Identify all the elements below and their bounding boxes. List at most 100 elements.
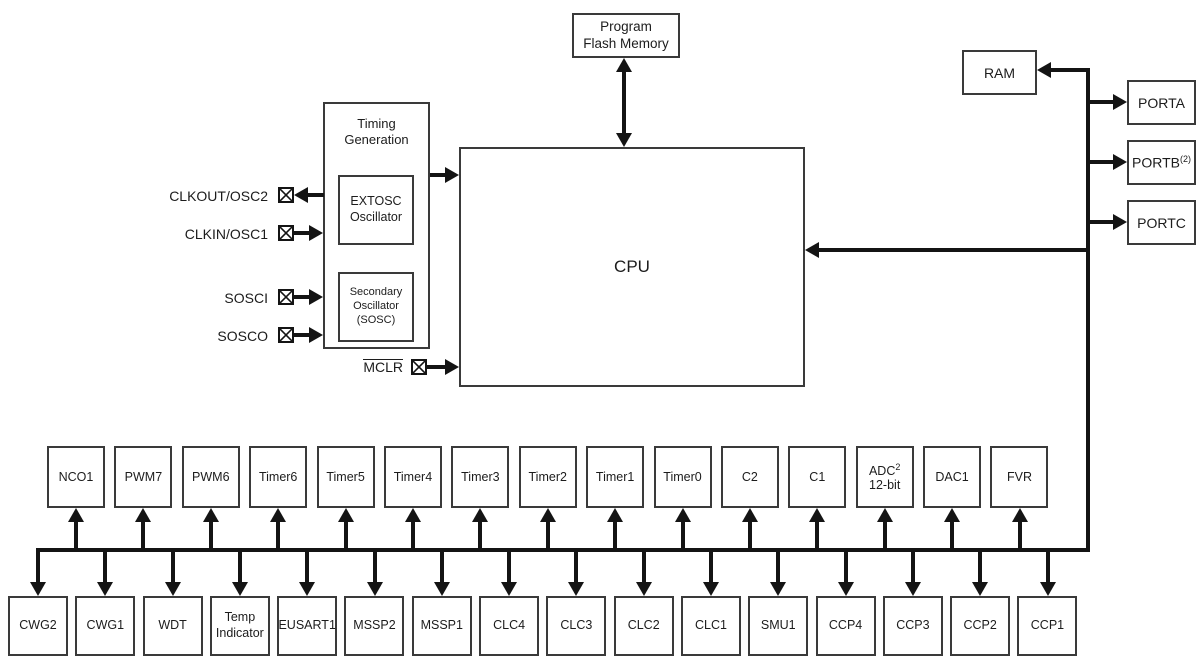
peripheral-box-pwm7: PWM7: [114, 446, 173, 508]
bus-arrow-up-line: [613, 520, 618, 548]
bus-arrow-up-head: [876, 508, 893, 522]
peripheral-box-ccp2: CCP2: [950, 596, 1011, 656]
bus-arrow-down-line: [103, 552, 108, 584]
peripheral-box-mssp1: MSSP1: [411, 596, 472, 656]
sosci-pin-icon: [278, 289, 294, 305]
bus-arrow-up-head: [337, 508, 354, 522]
bus-arrow-up-head: [270, 508, 287, 522]
peripheral-box-smu1: SMU1: [748, 596, 809, 656]
portb-connector: [1090, 160, 1114, 164]
arrow-in-from-sosci-pin: [309, 289, 323, 305]
bus-arrow-down-line: [910, 552, 915, 584]
sosco-label: SOSCO: [217, 328, 268, 344]
peripheral-box-cwg2: CWG2: [8, 596, 68, 656]
bus-arrow-up-line: [1017, 520, 1022, 548]
sosci-label: SOSCI: [224, 290, 268, 306]
bus-arrow-up-line: [74, 520, 78, 548]
bus-arrow-down-head: [837, 582, 854, 596]
peripheral-box-timer4: Timer4: [383, 446, 442, 508]
bus-arrow-up-head: [405, 508, 421, 522]
program-flash-memory-box: Program Flash Memory: [572, 13, 680, 58]
bus-arrow-up-head: [674, 508, 691, 522]
bus-arrow-down-head: [770, 582, 787, 596]
system-bus-vertical: [1086, 68, 1090, 552]
arrow-in-from-sosco-pin: [309, 327, 323, 343]
peripheral-box-clc4: CLC4: [479, 596, 540, 656]
bus-arrow-down-head: [231, 582, 248, 596]
arrow-in-from-mclr-pin: [445, 359, 459, 375]
bus-arrow-up-line: [545, 520, 550, 548]
cpu-bus-connector: [818, 248, 1086, 252]
timing-cpu-connector: [430, 173, 447, 177]
ram-label: RAM: [983, 64, 1016, 81]
bus-arrow-up-line: [882, 520, 887, 548]
ram-bus-connector: [1050, 68, 1090, 72]
bus-arrow-down-line: [709, 552, 713, 584]
bus-arrow-down-head: [366, 582, 383, 596]
clkin-osc1-pin-icon: [278, 225, 294, 241]
arrow-into-ram: [1037, 62, 1051, 78]
sosci-connector: [294, 295, 310, 299]
bus-arrow-up-line: [343, 520, 348, 548]
bus-arrow-down-line: [776, 552, 781, 584]
peripheral-box-timer0: Timer0: [653, 446, 712, 508]
extosc-oscillator-label: EXTOSC Oscillator: [349, 194, 403, 224]
bus-arrow-up-line: [208, 520, 213, 548]
portb-footnote: (2): [1179, 154, 1191, 165]
arrow-into-cpu-from-bus: [805, 242, 819, 258]
bus-arrow-up-line: [141, 520, 146, 548]
portc-connector: [1090, 220, 1114, 224]
clkin-connector: [294, 231, 310, 235]
bus-arrow-down-head: [97, 582, 114, 596]
ram-box: RAM: [962, 50, 1037, 95]
peripheral-row-lower: CWG2 CWG1 WDT Temp Indicator EUSART1 MSS…: [8, 596, 1078, 656]
peripheral-box-timer6: Timer6: [249, 446, 308, 508]
peripheral-box-c2: C2: [720, 446, 779, 508]
bus-arrow-down-head: [433, 582, 450, 596]
peripheral-box-timer1: Timer1: [586, 446, 645, 508]
bus-arrow-up-head: [68, 508, 84, 522]
bus-arrow-up-line: [411, 520, 415, 548]
sosco-connector: [294, 333, 310, 337]
mclr-label: MCLR: [253, 359, 403, 375]
peripheral-box-clc1: CLC1: [680, 596, 741, 656]
peripheral-box-ccp4: CCP4: [815, 596, 876, 656]
bus-arrow-down-head: [568, 582, 585, 596]
arrow-into-porta: [1113, 94, 1127, 110]
bus-arrow-up-line: [478, 520, 483, 548]
peripheral-bus-horizontal: [36, 548, 1090, 552]
porta-label: PORTA: [1138, 94, 1185, 111]
bus-arrow-down-head: [904, 582, 921, 596]
bus-arrow-up-head: [607, 508, 624, 522]
bus-arrow-down-line: [843, 552, 848, 584]
bus-arrow-up-head: [742, 508, 758, 522]
clkout-connector: [306, 193, 324, 197]
porta-connector: [1090, 100, 1114, 104]
bus-arrow-down-line: [507, 552, 512, 584]
bus-arrow-up-head: [1011, 508, 1028, 522]
bus-arrow-up-line: [748, 520, 752, 548]
cpu-label: CPU: [614, 257, 650, 276]
cpu-box: CPU: [459, 147, 805, 387]
bus-arrow-down-line: [439, 552, 444, 584]
peripheral-box-timer2: Timer2: [518, 446, 577, 508]
bus-arrow-up-head: [944, 508, 961, 522]
arrow-up-to-flash: [616, 58, 632, 72]
bus-arrow-down-line: [641, 552, 646, 584]
peripheral-box-pwm6: PWM6: [181, 446, 240, 508]
portc-box: PORTC: [1127, 200, 1196, 245]
bus-arrow-up-head: [135, 508, 152, 522]
peripheral-box-ccp3: CCP3: [882, 596, 943, 656]
bus-arrow-down-line: [574, 552, 579, 584]
bus-arrow-up-head: [472, 508, 489, 522]
peripheral-box-cwg1: CWG1: [75, 596, 136, 656]
peripheral-box-timer3: Timer3: [451, 446, 510, 508]
bus-arrow-down-head: [635, 582, 652, 596]
portc-label: PORTC: [1137, 214, 1186, 231]
bus-arrow-up-head: [809, 508, 826, 522]
peripheral-box-fvr: FVR: [990, 446, 1049, 508]
arrow-into-portc: [1113, 214, 1127, 230]
bus-arrow-down-head: [164, 582, 181, 596]
